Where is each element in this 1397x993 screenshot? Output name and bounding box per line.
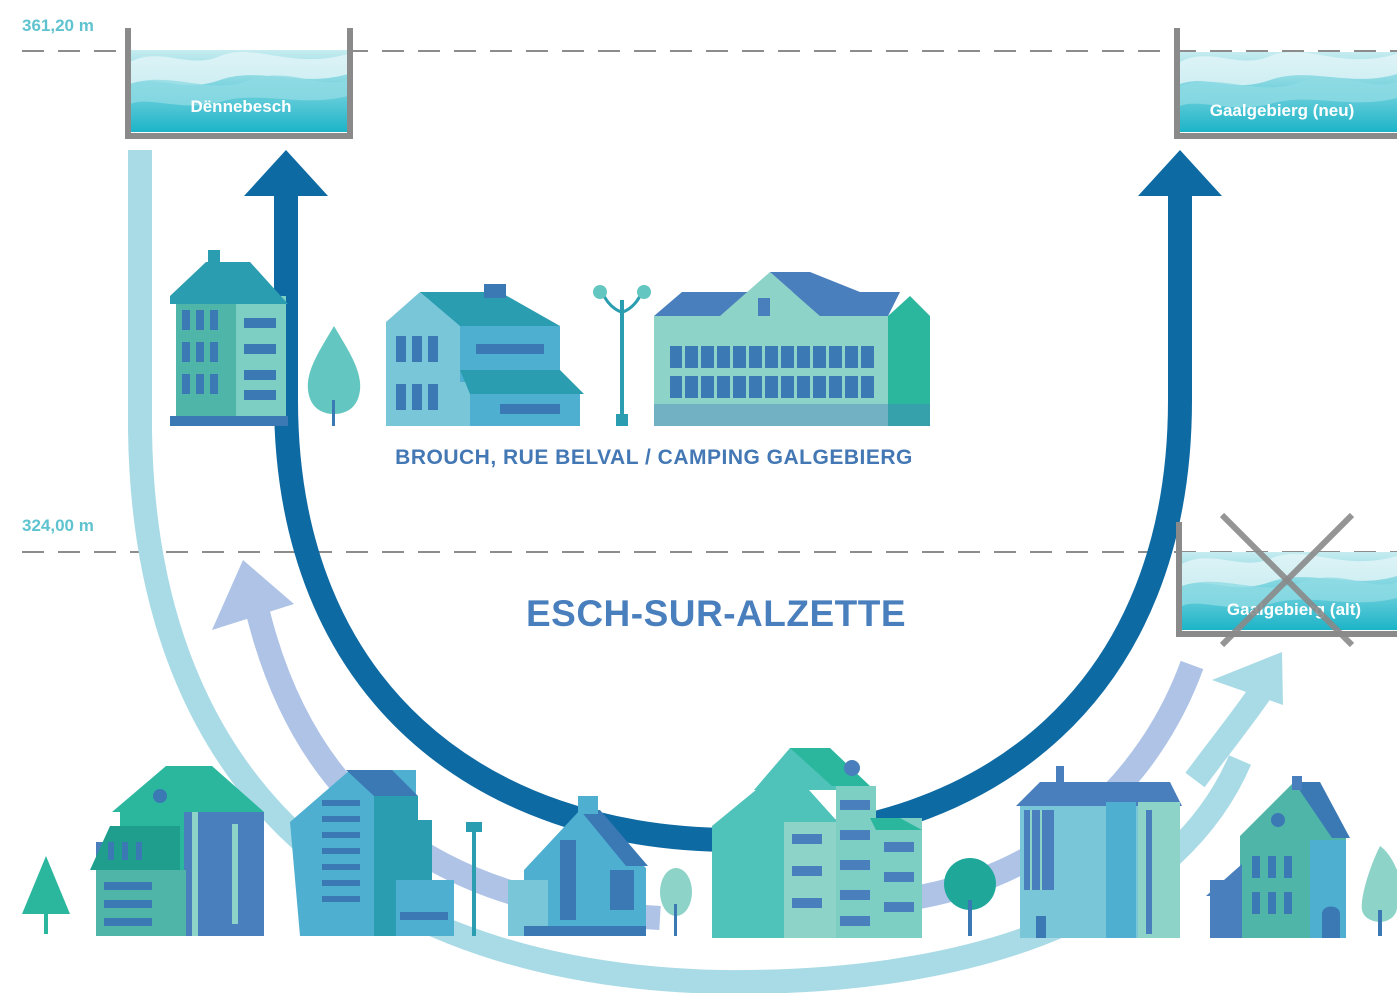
tree-icon-bottom-left bbox=[22, 856, 70, 934]
level-label-lower: 324,00 m bbox=[22, 516, 94, 535]
building-bottom-2 bbox=[290, 770, 454, 936]
flow-arrowhead-periwinkle-left bbox=[212, 560, 294, 630]
building-bottom-3 bbox=[508, 796, 648, 936]
tree-icon-bottom-mid bbox=[660, 868, 692, 936]
building-bottom-4 bbox=[712, 748, 922, 938]
street-lamp-icon bbox=[593, 285, 651, 426]
building-tall-left bbox=[170, 250, 288, 426]
tree-icon bbox=[307, 326, 361, 426]
building-villa bbox=[386, 284, 584, 426]
tree-icon-bottom-right bbox=[944, 858, 996, 936]
cross-out-icon bbox=[1219, 512, 1355, 648]
building-bottom-5 bbox=[1016, 766, 1182, 938]
reservoir-label-gaalgebierg-neu: Gaalgebierg (neu) bbox=[1210, 101, 1355, 120]
flow-arrowhead-dark-right bbox=[1138, 150, 1222, 196]
tree-icon-bottom-edge bbox=[1361, 846, 1397, 936]
district-label: BROUCH, RUE BELVAL / CAMPING GALGEBIERG bbox=[395, 446, 913, 469]
flow-arrowhead-light-right bbox=[1212, 652, 1283, 705]
building-bottom-1 bbox=[90, 766, 264, 936]
building-school bbox=[654, 272, 930, 426]
city-label: ESCH-SUR-ALZETTE bbox=[526, 593, 906, 634]
street-lamp-icon-bottom bbox=[466, 822, 482, 936]
reservoir-dennebesch: Dënnebesch bbox=[125, 28, 353, 139]
reservoir-gaalgebierg-neu: Gaalgebierg (neu) bbox=[1174, 28, 1397, 139]
flow-arrowhead-dark-left bbox=[244, 150, 328, 196]
building-bottom-6 bbox=[1206, 776, 1350, 938]
reservoir-gaalgebierg-alt: Gaalgebierg (alt) bbox=[1176, 512, 1397, 648]
flow-arrow-light-tail bbox=[1185, 683, 1272, 788]
flow-arrow-dark-main bbox=[274, 190, 1192, 853]
level-label-upper: 361,20 m bbox=[22, 16, 94, 35]
reservoir-label-dennebesch: Dënnebesch bbox=[190, 97, 291, 116]
